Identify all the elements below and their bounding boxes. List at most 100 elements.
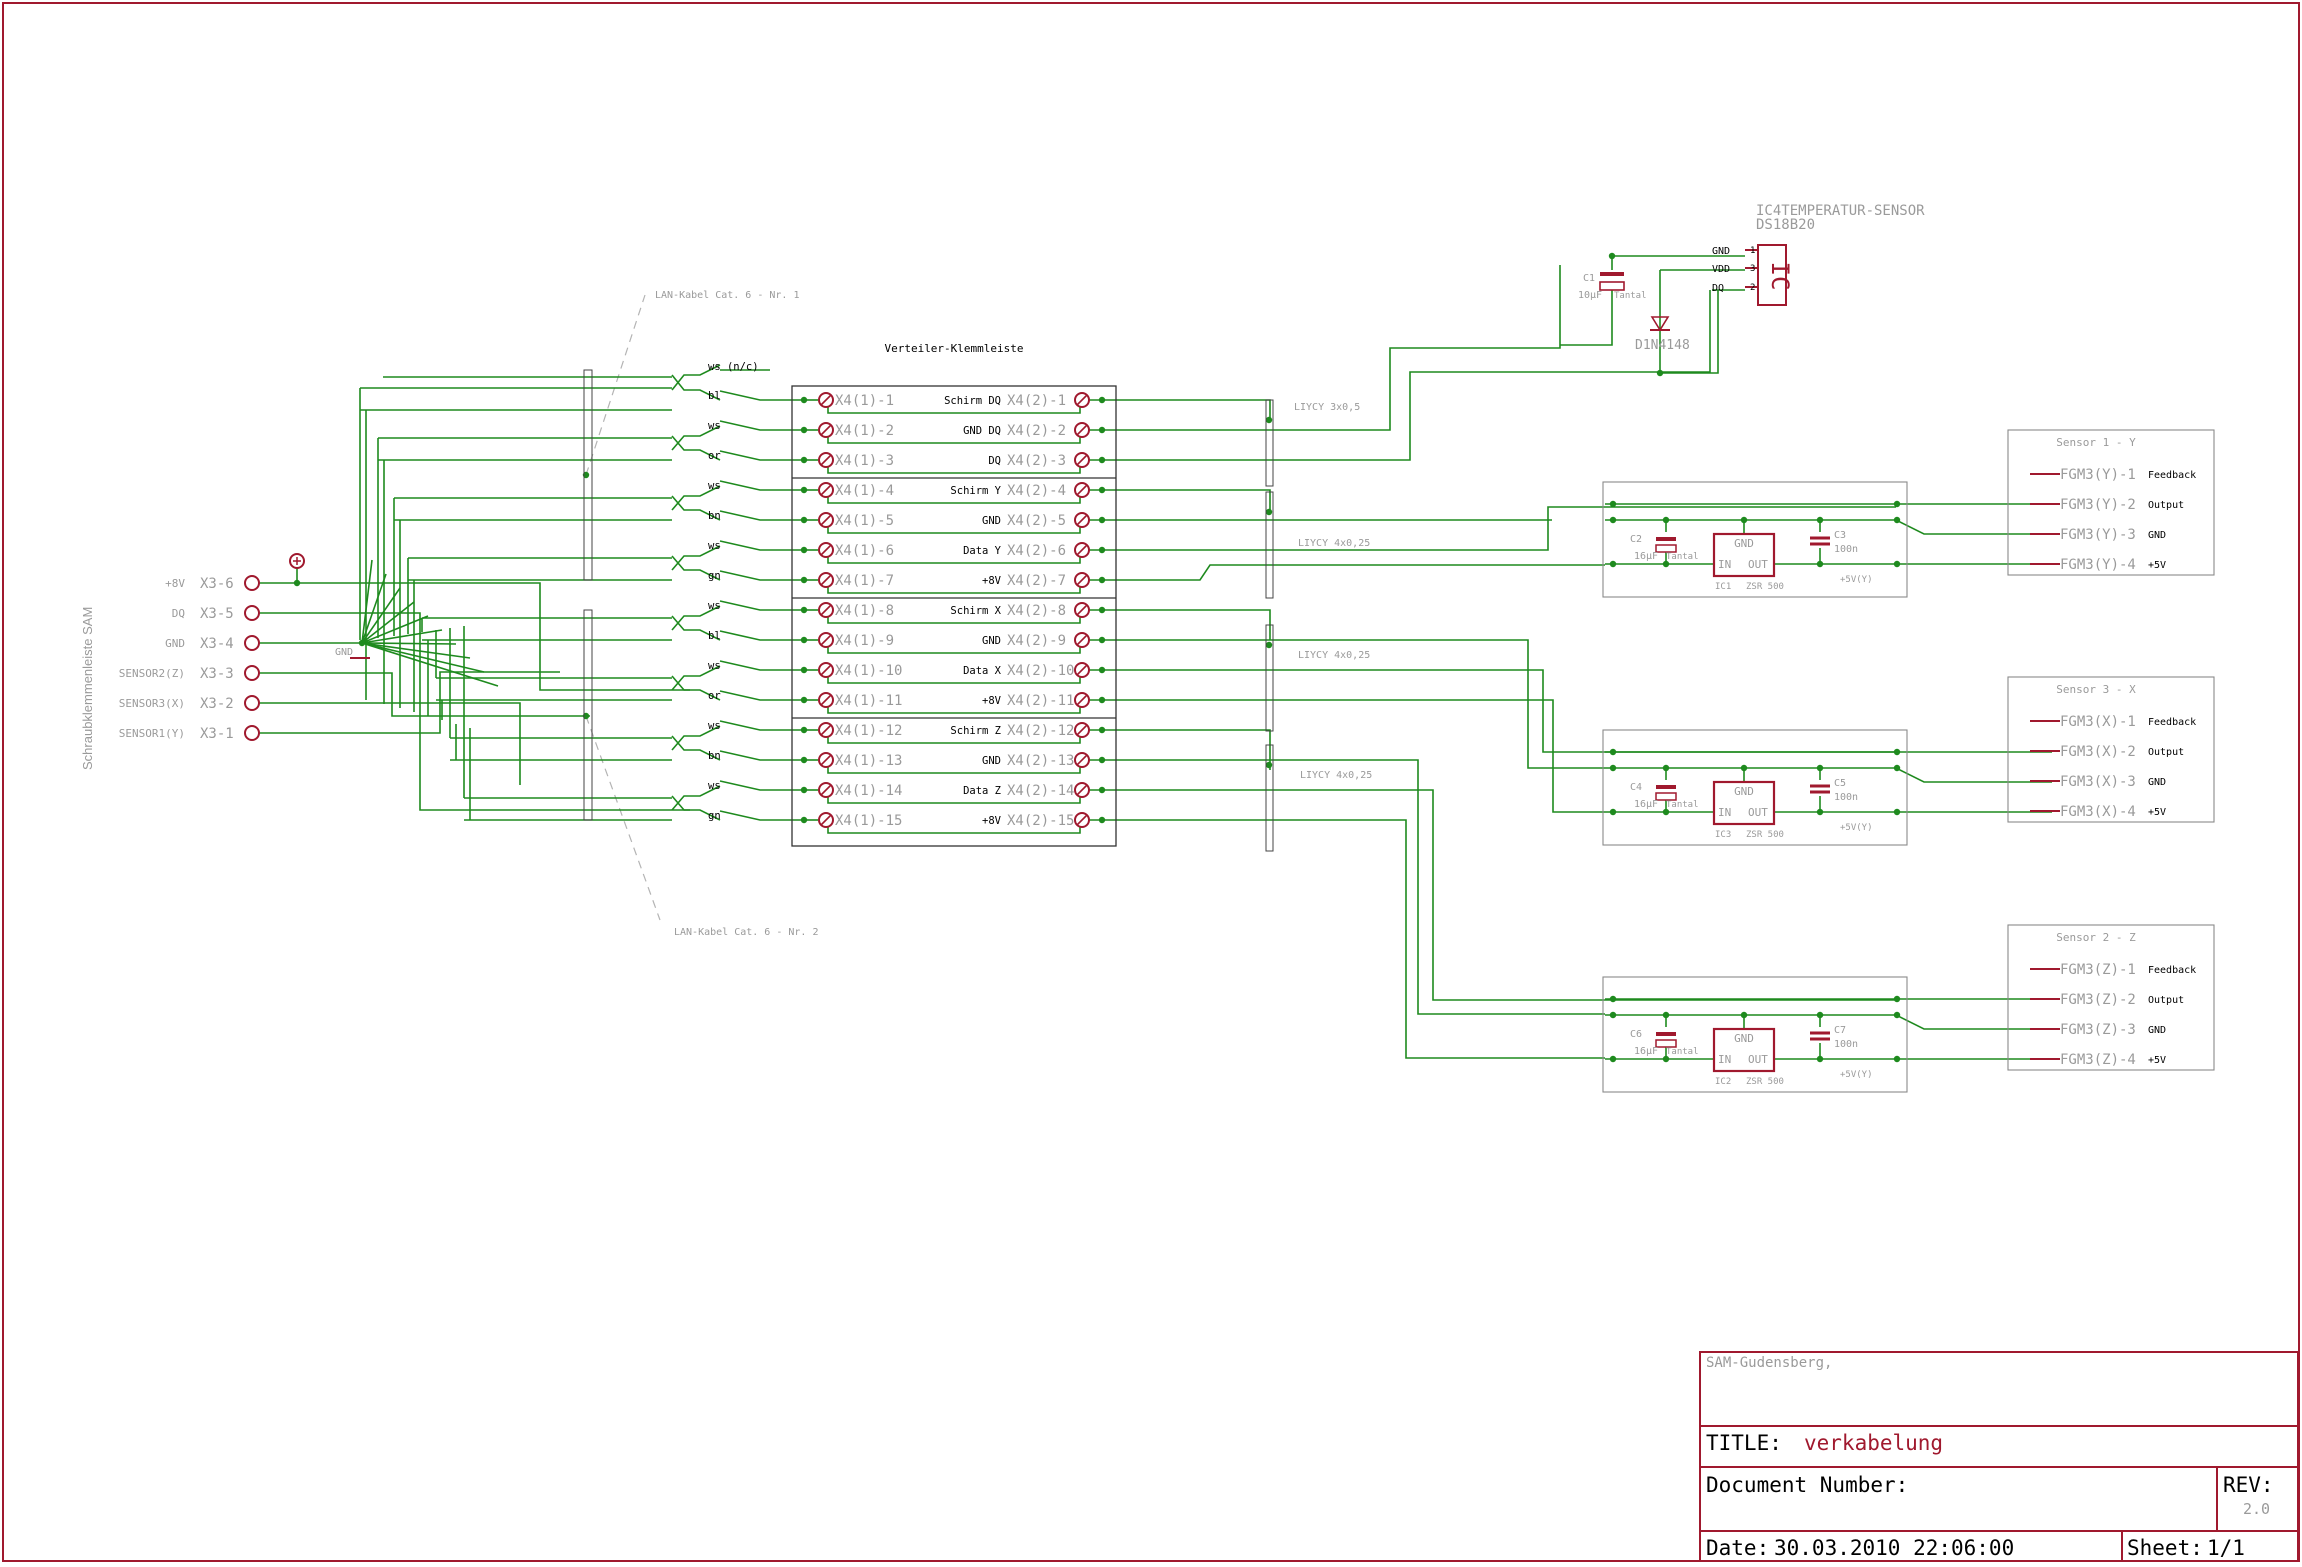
pin-slash <box>1076 724 1088 736</box>
junction-dot <box>1662 764 1670 772</box>
wire <box>671 425 721 451</box>
distributor-left-label: X4(1)-1 <box>835 393 894 409</box>
wire-color-label: gn <box>708 810 721 822</box>
pin-slash <box>1076 784 1088 796</box>
cap-out-ref: C3 <box>1834 530 1846 541</box>
junction-dot <box>1893 748 1901 756</box>
junction-dot <box>800 426 808 434</box>
junction-dot <box>800 786 808 794</box>
wire <box>1106 506 1896 551</box>
distributor-right-label: X4(2)-7 <box>1007 573 1066 589</box>
regulator-out-label: +5V(Y) <box>1840 1070 1873 1080</box>
wire <box>671 665 721 691</box>
distributor-right-label: X4(2)-1 <box>1007 393 1066 409</box>
wire <box>1106 290 1711 461</box>
x3-signal-label: +8V <box>165 577 185 590</box>
regulator-ic-ref: IC2 <box>1715 1077 1731 1087</box>
wire <box>671 364 721 391</box>
sensor-pin-name: Feedback <box>2148 717 2196 728</box>
distributor-row-name: GND DQ <box>963 425 1001 437</box>
junction-dot <box>1098 486 1106 494</box>
junction-dot <box>1609 764 1617 772</box>
sensor-pin-ref: FGM3(Z)-3 <box>2060 1022 2136 1038</box>
sensor-box <box>2007 429 2215 576</box>
junction-dot <box>293 579 301 587</box>
junction-dot <box>358 639 366 647</box>
distributor-right-label: X4(2)-10 <box>1007 663 1074 679</box>
junction-dot <box>800 606 808 614</box>
wire <box>719 750 802 761</box>
wire <box>719 720 802 731</box>
wire <box>300 672 590 717</box>
junction-dot <box>1662 808 1670 816</box>
wire <box>719 390 802 401</box>
regulator-pin-gnd: GND <box>1734 785 1754 798</box>
pin-slash <box>1076 394 1088 406</box>
bridge <box>827 617 1081 624</box>
regulator-pin-out: OUT <box>1748 1053 1768 1066</box>
title-block-frame <box>1699 1351 2299 1562</box>
wire-color-label: ws <box>708 720 721 732</box>
regulator-pin-out: OUT <box>1748 806 1768 819</box>
wire <box>719 480 802 491</box>
junction-dot <box>800 756 808 764</box>
cable-annotation-lines <box>585 294 661 921</box>
cap-in-value: 16µF <box>1634 799 1658 810</box>
distributor-row-name: GND <box>982 515 1001 527</box>
bridge <box>827 827 1081 834</box>
junction-dot <box>800 516 808 524</box>
junction-dot <box>1098 576 1106 584</box>
x3-signal-label: GND <box>165 637 185 650</box>
lan-cable-2-label: LAN-Kabel Cat. 6 - Nr. 2 <box>674 927 819 938</box>
pin-slash <box>820 424 832 436</box>
cap-in-value: 16µF <box>1634 1046 1658 1057</box>
wire-color-label: bl <box>708 390 721 402</box>
junction-dot <box>1609 808 1617 816</box>
junction-dot <box>1893 560 1901 568</box>
shield-jacket <box>1265 624 1274 732</box>
sensor-pin-name: GND <box>2148 530 2166 541</box>
junction-dot <box>800 636 808 644</box>
lan-cable-1-label: LAN-Kabel Cat. 6 - Nr. 1 <box>655 290 800 301</box>
wire-color-label: ws <box>708 780 721 792</box>
wire <box>361 642 499 687</box>
c1-ref: C1 <box>1583 273 1595 284</box>
cap-in-neg <box>1655 544 1677 553</box>
pin-slash <box>820 394 832 406</box>
sensor-pin-name: +5V <box>2148 807 2166 818</box>
temp-sensor-part: DS18B20 <box>1756 217 1815 233</box>
junction-dot <box>1098 546 1106 554</box>
regulator-pin-in: IN <box>1718 1053 1731 1066</box>
temp-sensor-ic-mark: IC <box>1766 262 1794 291</box>
junction-dot <box>1893 1055 1901 1063</box>
x3-signal-label: SENSOR3(X) <box>119 697 185 710</box>
cap-in-ref: C6 <box>1630 1029 1642 1040</box>
cap-out-ref: C5 <box>1834 778 1846 789</box>
wires <box>259 252 2052 1063</box>
wire-color-label: bn <box>708 510 721 522</box>
bridge <box>827 587 1081 594</box>
cap-in-neg <box>1655 1039 1677 1048</box>
wire <box>719 450 802 461</box>
wire <box>671 785 721 811</box>
screw-terminal-title: Schraubklemmenleiste SAM <box>80 607 95 770</box>
junction-dot <box>800 396 808 404</box>
bridge <box>827 497 1081 504</box>
wire-color-label: bl <box>708 630 721 642</box>
rev-value: 2.0 <box>2243 1500 2270 1518</box>
shield-jacket <box>1265 491 1274 599</box>
pin-slash <box>820 514 832 526</box>
date-label: Date: <box>1706 1536 1769 1560</box>
distributor-row-name: Data Y <box>963 545 1002 557</box>
wire <box>671 725 721 751</box>
sensor-pin-ref: FGM3(X)-4 <box>2060 804 2136 820</box>
pin-slash <box>1076 574 1088 586</box>
wire <box>671 605 721 631</box>
junction-dot <box>1816 764 1824 772</box>
wire <box>719 660 802 671</box>
x3-pin-label: X3-1 <box>200 726 234 742</box>
wire <box>1560 290 1613 346</box>
bridge <box>827 467 1081 474</box>
distributor-right-label: X4(2)-8 <box>1007 603 1066 619</box>
